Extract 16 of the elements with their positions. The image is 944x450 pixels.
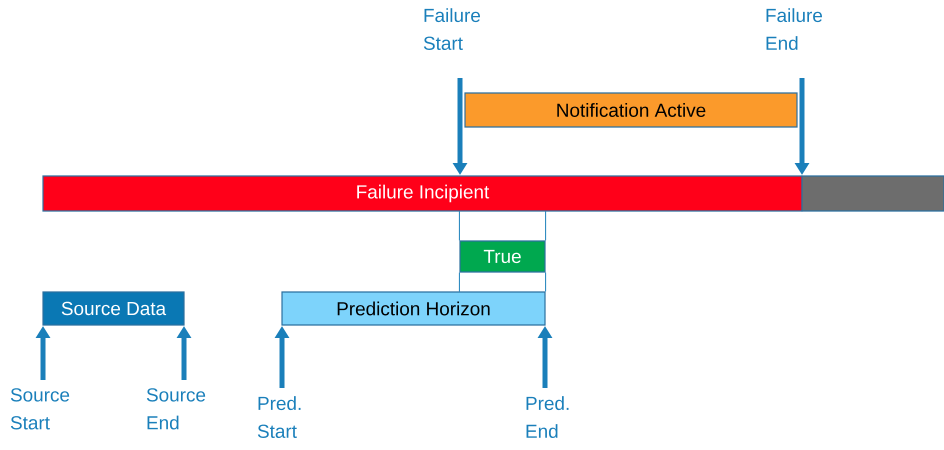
time-label: Pred. End: [526, 396, 569, 438]
horizon-bar: Prediction Horizon: [281, 291, 546, 326]
time-label: Failure End: [766, 8, 822, 50]
time-label: Failure Start: [424, 8, 480, 50]
result-box: True: [459, 240, 546, 273]
time-label: Source Start: [10, 388, 70, 430]
time-label: Source End: [146, 388, 206, 430]
time-label: Pred. Start: [258, 396, 301, 438]
notification-bar: Notification Active: [464, 92, 798, 128]
guide-line: [458, 272, 460, 292]
guide-line: [545, 272, 546, 292]
guide-line: [458, 211, 460, 241]
guide-line: [545, 211, 546, 241]
data-bar: Source Data: [42, 291, 185, 326]
timeline-bar: [801, 175, 944, 212]
timeline-bar: Failure Incipient: [42, 175, 803, 212]
